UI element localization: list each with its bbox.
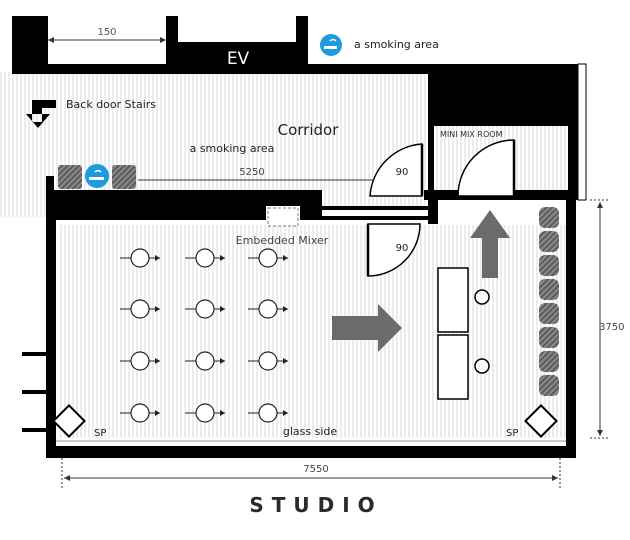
desk	[437, 334, 469, 400]
stool	[474, 358, 490, 374]
acoustic-panel	[539, 327, 559, 348]
stool	[474, 289, 490, 305]
speaker-icon	[52, 404, 86, 438]
seat-icon	[120, 403, 160, 423]
smoking-icon	[85, 164, 109, 188]
speaker-right-label: SP	[506, 428, 518, 439]
seat-icon	[185, 248, 225, 268]
top-gap-value: 150	[97, 27, 116, 38]
door-upper-value: 90	[396, 167, 409, 178]
acoustic-panel	[539, 231, 559, 252]
studio-depth-value: 3750	[599, 322, 624, 333]
door	[457, 139, 516, 197]
acoustic-panel	[539, 303, 559, 324]
door	[369, 143, 424, 197]
acoustic-panels	[539, 207, 559, 396]
seat-icon	[248, 351, 288, 371]
seat-icon	[248, 248, 288, 268]
acoustic-panel	[539, 207, 559, 228]
smoking-icon	[320, 34, 342, 56]
smoking-area-corridor-label: a smoking area	[190, 142, 275, 155]
smoking-area-top-label: a smoking area	[354, 38, 439, 51]
arrow-icon	[332, 304, 402, 352]
arrow-icon	[470, 210, 510, 278]
embedded-mixer-label: Embedded Mixer	[236, 234, 329, 247]
seat-grid	[120, 248, 288, 423]
speaker-left-label: SP	[94, 428, 106, 439]
back-door-label: Back door Stairs	[66, 98, 156, 111]
door-lower-value: 90	[396, 243, 409, 254]
acoustic-panel	[539, 279, 559, 300]
top-gap-dimension	[48, 37, 166, 43]
top-structure	[12, 16, 572, 74]
seat-icon	[120, 248, 160, 268]
seat-icon	[185, 351, 225, 371]
seat-icon	[185, 299, 225, 319]
corridor-length-value: 5250	[239, 167, 264, 178]
desk	[437, 267, 469, 333]
acoustic-panel	[539, 255, 559, 276]
seat-icon	[120, 299, 160, 319]
glass-side-label: glass side	[283, 425, 338, 438]
wall	[46, 176, 54, 196]
seat-icon	[120, 351, 160, 371]
speaker-icon	[524, 404, 558, 438]
bench	[112, 165, 136, 189]
mini-mix-room-label: MINI MIX ROOM	[440, 130, 503, 139]
studio-width-dimension	[61, 458, 561, 488]
seat-icon	[248, 299, 288, 319]
studio-walls	[22, 190, 576, 458]
down-left-arrow-icon	[26, 100, 56, 128]
elevator-label: EV	[227, 49, 250, 69]
page-title: STUDIO	[249, 493, 382, 517]
bench	[58, 165, 82, 189]
seat-icon	[185, 403, 225, 423]
acoustic-panel	[539, 375, 559, 396]
door	[366, 223, 421, 277]
studio-width-value: 7550	[303, 464, 328, 475]
studio-depth-dimension	[590, 199, 608, 439]
corridor-label: Corridor	[278, 121, 340, 139]
seat-icon	[248, 403, 288, 423]
acoustic-panel	[539, 351, 559, 372]
